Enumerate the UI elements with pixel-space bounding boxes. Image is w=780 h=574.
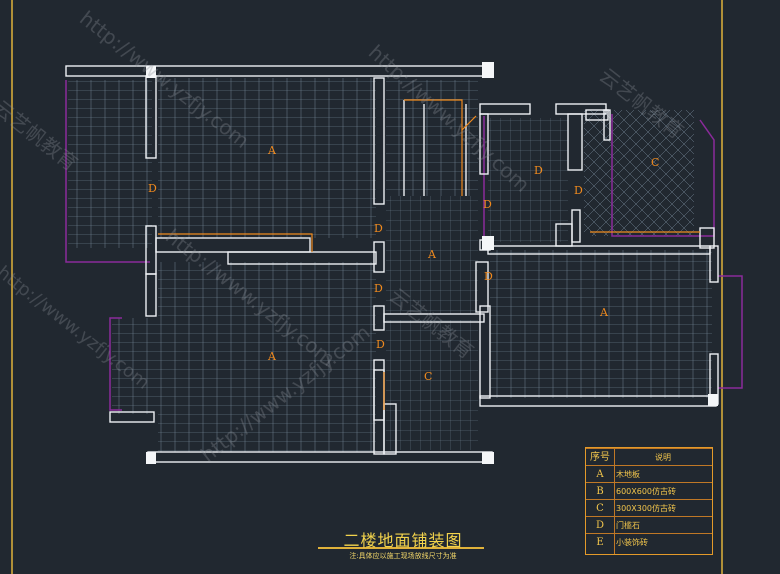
legend-header-desc: 说明 [655, 453, 671, 462]
hatch-room-c-diag [584, 110, 694, 236]
room-c-upper-right: C [651, 156, 659, 169]
door-d-bath-2: D [574, 184, 583, 197]
legend-code: E [596, 537, 604, 548]
hatch-upper-left-room [68, 80, 152, 248]
hatch-bath [386, 320, 478, 450]
door-d-right-2: D [484, 270, 493, 283]
legend-desc: 600X600仿古砖 [616, 487, 677, 496]
legend-header-code: 序号 [590, 452, 610, 463]
hatch-bedroom-lower [158, 262, 376, 452]
hatch-lower-strip [112, 318, 158, 414]
hatch-stair [386, 80, 478, 196]
door-d-center-1: D [374, 222, 383, 235]
legend-code: B [596, 486, 604, 497]
door-d-right-1: D [483, 198, 492, 211]
legend-table: 序号 说明 A 木地板 B 600X600仿古砖 C 300X300仿古砖 D … [585, 447, 713, 555]
legend-row: D 门槛石 [586, 516, 712, 534]
legend-desc: 门槛石 [616, 521, 640, 530]
legend-code: D [595, 520, 605, 531]
drawing-title: 二楼地面铺装图 [343, 531, 463, 550]
room-a-center: A [427, 248, 437, 261]
legend-desc: 小装饰砖 [616, 538, 648, 547]
hatch-room-a-right [490, 250, 712, 398]
door-d-bath: D [534, 164, 543, 177]
hatch-hall [386, 196, 478, 314]
drawing-note: 注:具体应以施工现场放线尺寸为准 [349, 552, 457, 560]
room-a-right: A [599, 306, 609, 319]
legend-column-divider [614, 448, 615, 554]
floor-hatching [68, 78, 712, 452]
room-a-upper-left: A [267, 144, 277, 157]
legend-code: C [596, 503, 604, 514]
legend-row: C 300X300仿古砖 [586, 499, 712, 517]
hatch-bedroom-top [158, 78, 376, 238]
legend-row: E 小装饰砖 [586, 533, 712, 551]
legend-row: B 600X600仿古砖 [586, 482, 712, 500]
legend-code: A [596, 469, 604, 480]
room-c-lower: C [424, 370, 432, 383]
column-blocks [146, 62, 718, 464]
orange-details [158, 99, 700, 410]
hatch-small-bath [488, 118, 568, 242]
legend-header-row: 序号 说明 [586, 448, 712, 466]
room-labels: A A A A C C D D D D D D D D [148, 144, 659, 383]
legend-row: A 木地板 [586, 465, 712, 483]
door-d-center-2: D [374, 282, 383, 295]
legend-desc: 木地板 [616, 470, 640, 479]
door-d-left: D [148, 182, 157, 195]
legend-desc: 300X300仿古砖 [616, 504, 677, 513]
door-d-center-3: D [376, 338, 385, 351]
room-a-lower-left: A [267, 350, 277, 363]
